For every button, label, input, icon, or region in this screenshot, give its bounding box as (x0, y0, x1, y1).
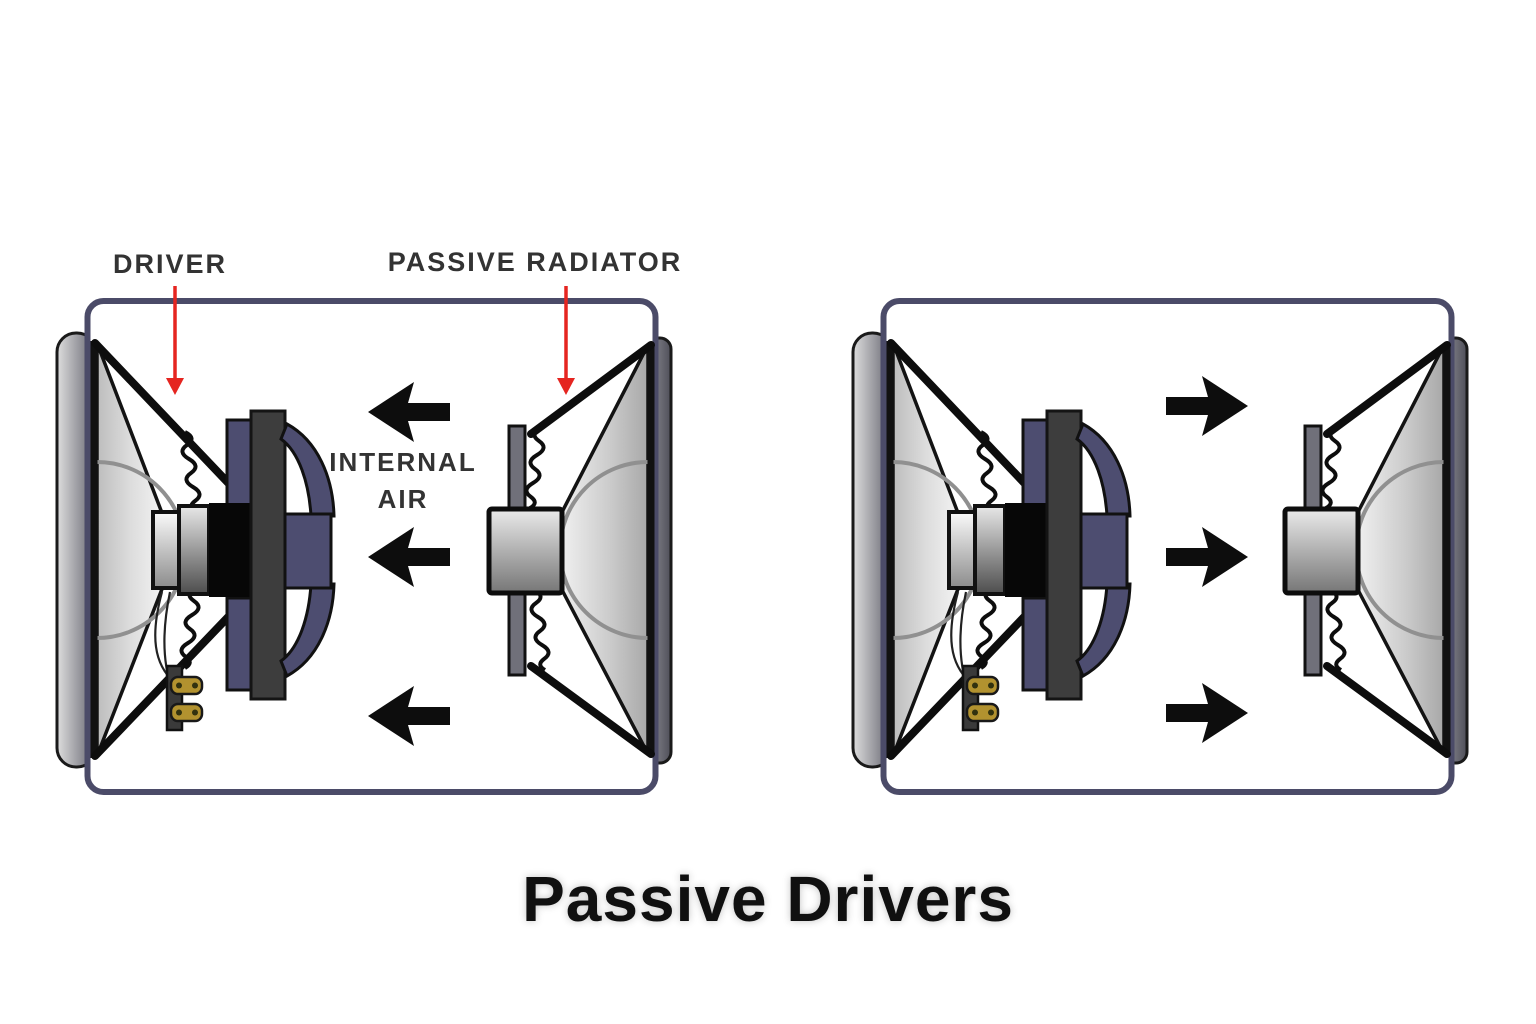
red-down-arrow-icon (166, 286, 184, 395)
right-speaker-box (853, 301, 1467, 792)
page-title: Passive Drivers (522, 863, 1014, 935)
internal-air-label-line1: INTERNAL (329, 447, 476, 477)
internal-air-label-line2: AIR (378, 484, 429, 514)
passive-radiator-label: PASSIVE RADIATOR (388, 247, 683, 277)
driver-label: DRIVER (113, 249, 227, 279)
red-down-arrow-icon (557, 286, 575, 395)
passive-radiator-callout: PASSIVE RADIATOR (388, 247, 683, 395)
left-speaker-box: INTERNAL AIR (57, 301, 671, 792)
driver-callout: DRIVER (113, 249, 227, 395)
speaker-box-artwork (853, 301, 1467, 792)
speaker-box-artwork (57, 301, 671, 792)
